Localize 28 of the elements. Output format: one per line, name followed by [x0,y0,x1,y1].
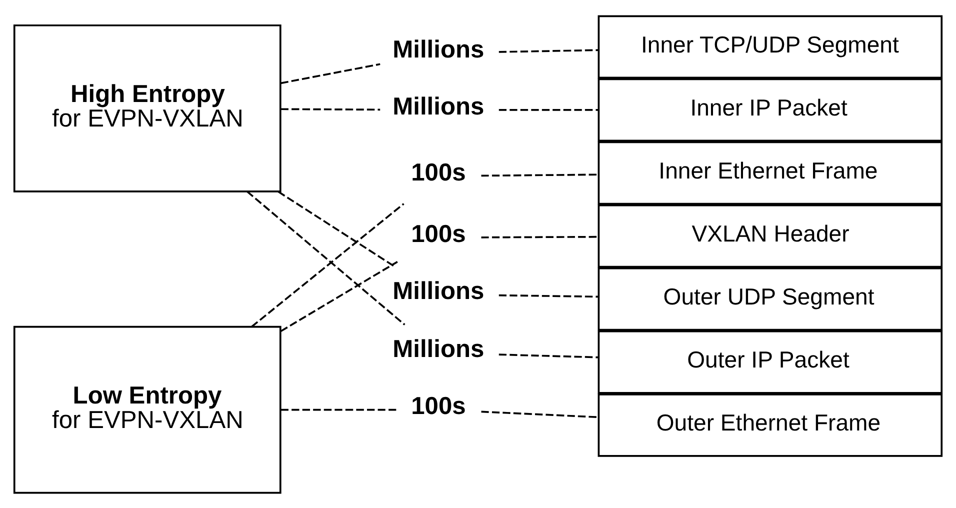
node-box: Inner IP Packet [598,78,943,142]
connector [280,408,398,410]
node-text: 100s [411,158,466,186]
node-box: VXLAN Header [598,204,943,268]
connector [280,260,398,332]
connector [481,173,599,176]
node-box: Outer UDP Segment [598,266,943,330]
node-text: Millions [392,92,484,120]
node-box: Inner TCP/UDP Segment [598,14,943,78]
node-text: Millions [392,336,484,363]
connector [278,190,396,267]
connector [481,410,599,418]
node-text: Millions [392,277,484,304]
node-box: High Entropy for EVPN-VXLAN [13,24,282,192]
node-box: Inner Ethernet Frame [598,140,943,204]
node-text: 100s [411,220,466,248]
node-text: 100s [411,392,466,420]
connector [498,48,598,52]
connector [498,108,598,110]
connector [280,108,380,110]
connector [280,62,380,84]
node-text: Millions [392,36,484,63]
connector [498,353,598,358]
connector [498,294,598,298]
node-box: Low Entropy for EVPN-VXLAN [13,325,282,494]
node-box: Outer IP Packet [598,330,943,394]
connector [481,235,599,238]
node-box: Outer Ethernet Frame [598,393,943,456]
